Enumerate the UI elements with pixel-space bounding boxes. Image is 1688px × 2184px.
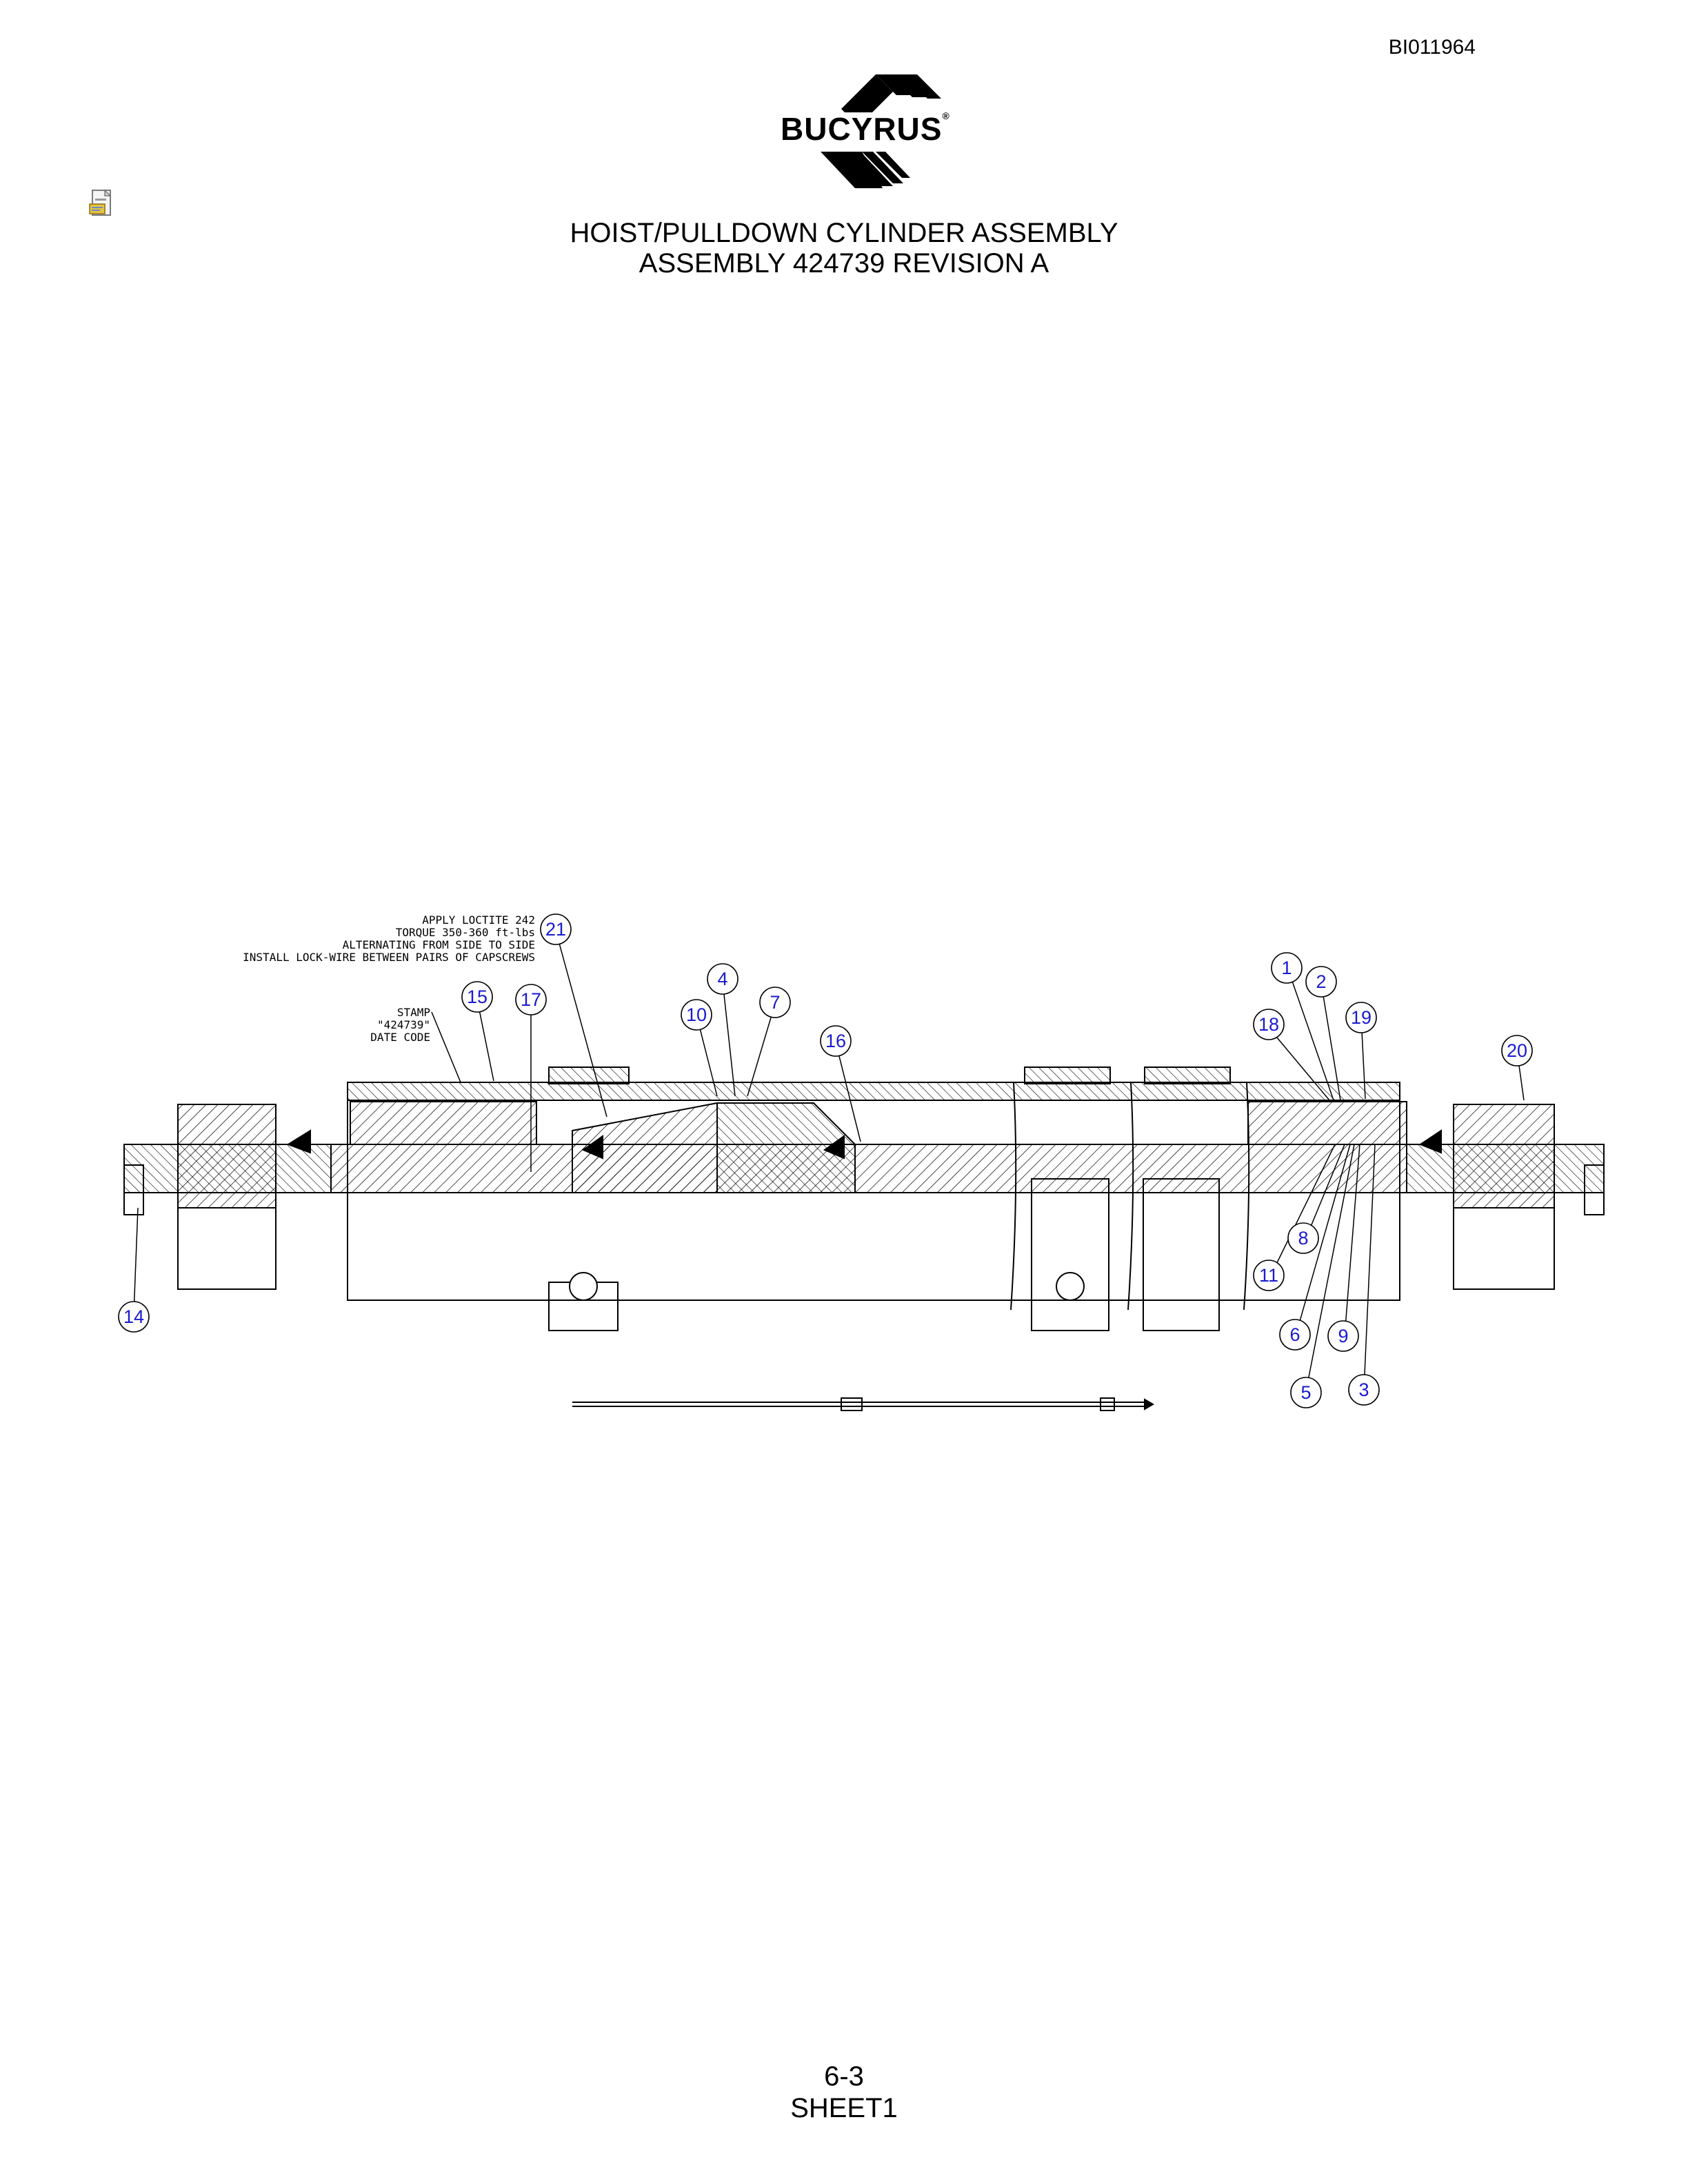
page-number: 6-3 <box>824 2061 864 2092</box>
note-line: DATE CODE <box>370 1031 430 1044</box>
svg-text:6: 6 <box>1289 1324 1300 1345</box>
svg-text:2: 2 <box>1316 971 1326 992</box>
document-attachment-icon[interactable] <box>88 189 116 219</box>
svg-text:9: 9 <box>1338 1326 1348 1346</box>
svg-text:11: 11 <box>1259 1265 1278 1286</box>
callout-16: 16 <box>820 1025 852 1057</box>
logo-text: BUCYRUS <box>781 111 943 147</box>
svg-text:8: 8 <box>1298 1228 1308 1248</box>
note-line: "424739" <box>377 1018 430 1031</box>
svg-text:1: 1 <box>1281 958 1292 978</box>
callout-17: 17 <box>515 984 547 1015</box>
callout-14: 14 <box>118 1301 150 1333</box>
drawing-title: HOIST/PULLDOWN CYLINDER ASSEMBLY <box>570 218 1118 248</box>
svg-text:16: 16 <box>825 1031 846 1051</box>
torque-note: APPLY LOCTITE 242 TORQUE 350-360 ft-lbs … <box>243 913 535 964</box>
svg-text:17: 17 <box>521 989 541 1010</box>
callout-9: 9 <box>1327 1320 1359 1352</box>
note-line: STAMP <box>397 1006 430 1019</box>
svg-text:18: 18 <box>1258 1014 1279 1035</box>
callout-4: 4 <box>707 963 738 995</box>
callout-11: 11 <box>1253 1260 1285 1291</box>
svg-text:4: 4 <box>717 969 727 989</box>
svg-text:7: 7 <box>770 992 780 1013</box>
svg-text:14: 14 <box>123 1306 144 1327</box>
drawing-subtitle: ASSEMBLY 424739 REVISION A <box>639 248 1049 279</box>
callout-10: 10 <box>681 999 712 1031</box>
leader-lines <box>133 930 1525 1392</box>
callout-3: 3 <box>1348 1374 1380 1406</box>
svg-text:3: 3 <box>1358 1379 1369 1400</box>
svg-text:19: 19 <box>1351 1007 1372 1028</box>
note-line: ALTERNATING FROM SIDE TO SIDE <box>343 938 535 951</box>
svg-text:21: 21 <box>545 919 566 940</box>
callout-6: 6 <box>1279 1319 1311 1351</box>
callout-15: 15 <box>461 981 493 1013</box>
callout-18: 18 <box>1253 1009 1285 1040</box>
callout-20: 20 <box>1501 1035 1533 1066</box>
sheet-label: SHEET1 <box>790 2093 898 2123</box>
callout-8: 8 <box>1287 1222 1319 1254</box>
callout-5: 5 <box>1290 1377 1322 1408</box>
svg-text:20: 20 <box>1507 1040 1527 1061</box>
stamp-note: STAMP "424739" DATE CODE <box>370 1006 461 1083</box>
cylinder-section <box>123 1066 1605 1411</box>
note-line: APPLY LOCTITE 242 <box>422 913 535 927</box>
callout-19: 19 <box>1345 1002 1377 1033</box>
callout-2: 2 <box>1305 966 1337 998</box>
svg-text:15: 15 <box>467 987 488 1007</box>
document-id: BI011964 <box>1388 36 1476 59</box>
svg-text:10: 10 <box>686 1004 707 1025</box>
callout-21: 21 <box>540 913 572 945</box>
registered-mark: ® <box>942 110 950 121</box>
svg-text:5: 5 <box>1300 1382 1311 1403</box>
callout-1: 1 <box>1271 952 1303 984</box>
note-line: INSTALL LOCK-WIRE BETWEEN PAIRS OF CAPSC… <box>243 951 535 964</box>
callout-7: 7 <box>759 987 791 1018</box>
note-line: TORQUE 350-360 ft-lbs <box>396 926 535 939</box>
bucyrus-logo: BUCYRUS® <box>772 74 979 192</box>
